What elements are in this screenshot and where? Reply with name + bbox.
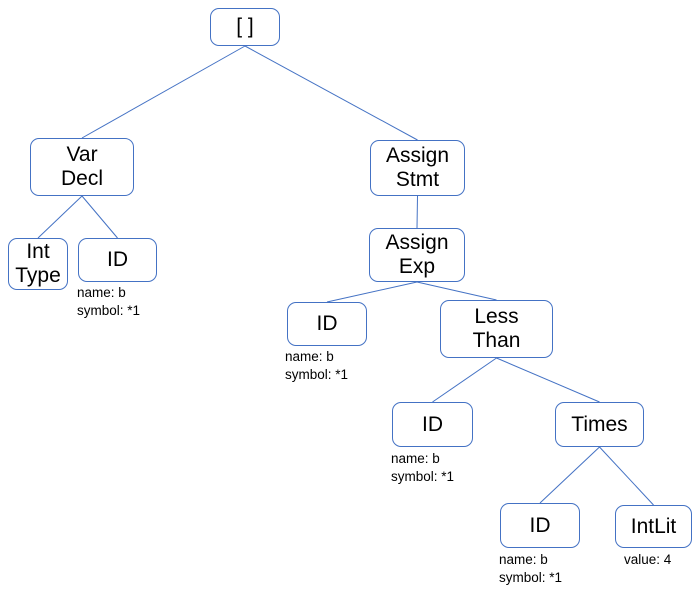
edge-times-to-intlit [599,446,654,506]
node-label-line1: Assign [385,144,450,168]
annotation-line: symbol: *1 [391,469,455,485]
edge-vardecl-to-inttype [37,195,83,239]
ast-node-root[interactable]: [ ] [210,8,280,46]
node-label-line1: Var [66,143,98,167]
annotation-line: value: 4 [624,552,672,567]
node-label-line1: ID [529,513,551,537]
edge-root-to-assignstmt [244,45,418,141]
node-label-line2: Type [15,264,61,287]
annot-id1: name: b symbol: *1 [77,284,140,320]
annot-intlit: value: 4 [624,551,671,569]
ast-node-intlit[interactable]: IntLit [615,505,692,548]
ast-node-id3[interactable]: ID [392,402,473,447]
annotation-line: name: b [391,451,440,466]
node-label-line1: ID [316,312,338,336]
node-label-line1: ID [422,412,443,436]
node-label-line1: IntLit [630,514,677,538]
node-label-line1: Times [571,412,628,436]
edge-assignexp-to-id2 [326,281,418,303]
annotation-line: symbol: *1 [77,303,141,319]
node-label-line2: Stmt [395,168,440,191]
edge-assignstmt-to-assignexp [416,195,418,229]
edge-lessthan-to-times [496,357,600,403]
ast-node-times[interactable]: Times [555,402,644,447]
node-label-line1: Assign [385,231,449,255]
edge-vardecl-to-id1 [81,195,118,239]
ast-node-id4[interactable]: ID [500,503,580,548]
node-label-line1: Less [474,305,519,329]
node-label-line1: [ ] [236,15,254,39]
edge-times-to-id4 [539,446,600,504]
annot-id3: name: b symbol: *1 [391,450,454,486]
node-label-line1: ID [107,248,128,272]
node-label-line1: Int [26,240,50,264]
annot-id4: name: b symbol: *1 [499,551,562,587]
edge-assignexp-to-lessthan [416,281,497,301]
edge-lessthan-to-id3 [432,357,497,403]
annotation-line: name: b [499,552,548,567]
node-label-line2: Exp [398,255,436,278]
node-label-line2: Decl [60,167,103,190]
ast-node-id1[interactable]: ID [78,238,157,282]
ast-node-id2[interactable]: ID [287,302,367,346]
annotation-line: name: b [285,349,334,364]
annotation-line: name: b [77,285,126,300]
node-label-line2: Than [472,329,521,352]
annot-id2: name: b symbol: *1 [285,348,348,384]
annotation-line: symbol: *1 [285,367,349,383]
annotation-line: symbol: *1 [499,570,563,586]
edge-root-to-vardecl [81,45,246,139]
